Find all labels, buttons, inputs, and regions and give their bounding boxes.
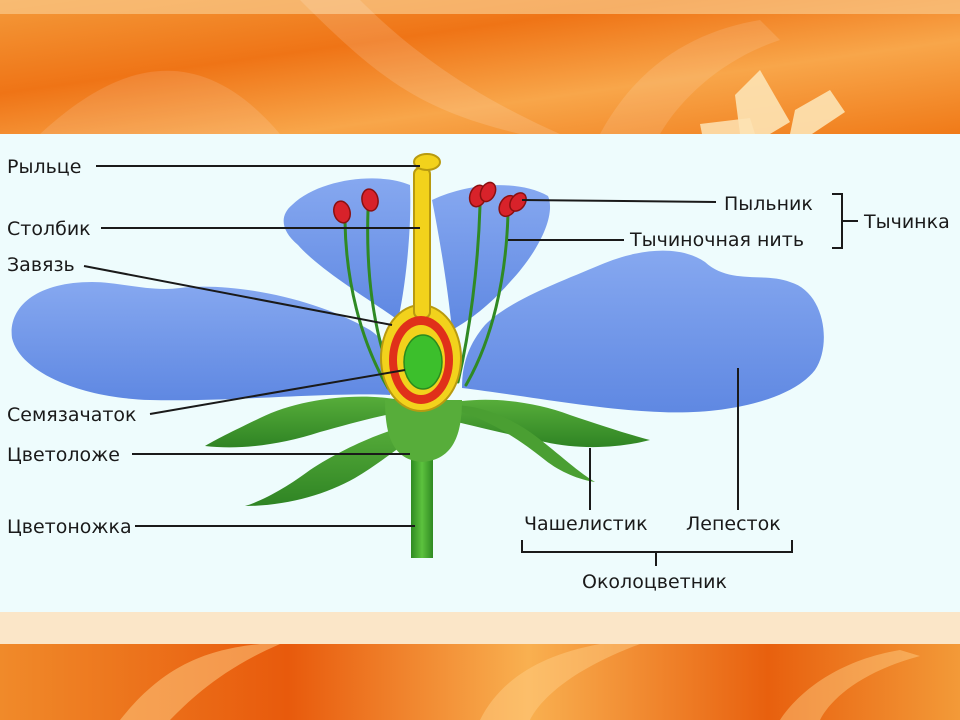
label-anther: Пыльник xyxy=(724,193,813,215)
pistil xyxy=(380,153,462,412)
ovule-shape xyxy=(403,334,443,390)
receptacle xyxy=(385,400,462,462)
right-lower-sepal xyxy=(455,405,595,482)
label-ovary: Завязь xyxy=(7,254,75,276)
pedicel-stem xyxy=(411,450,433,558)
label-style: Столбик xyxy=(7,218,91,240)
style-column xyxy=(413,167,431,319)
flower-illustration xyxy=(11,153,824,558)
right-petal xyxy=(462,250,824,413)
bottom-banner xyxy=(0,612,960,720)
left-sepal xyxy=(205,396,400,448)
label-stigma: Рыльце xyxy=(7,156,81,178)
label-ovule: Семязачаток xyxy=(7,404,137,426)
label-filament: Тычиночная нить xyxy=(629,229,804,251)
label-pedicel: Цветоножка xyxy=(7,516,132,538)
left-lower-sepal xyxy=(245,425,410,506)
labels: Рыльце Столбик Завязь Семязачаток Цветол… xyxy=(7,156,950,593)
label-petal: Лепесток xyxy=(686,513,781,535)
anthers xyxy=(333,181,527,224)
leader-lines xyxy=(83,165,858,566)
left-petal xyxy=(11,282,394,401)
starburst-decoration xyxy=(700,70,845,134)
stigma-shape xyxy=(413,153,441,171)
right-sepal xyxy=(440,399,650,448)
upper-right-petal xyxy=(432,185,551,330)
top-banner xyxy=(0,0,960,134)
label-perianth: Околоцветник xyxy=(582,571,727,593)
label-receptacle: Цветоложе xyxy=(7,444,120,466)
label-sepal: Чашелистик xyxy=(524,513,648,535)
label-stamen: Тычинка xyxy=(863,211,950,233)
